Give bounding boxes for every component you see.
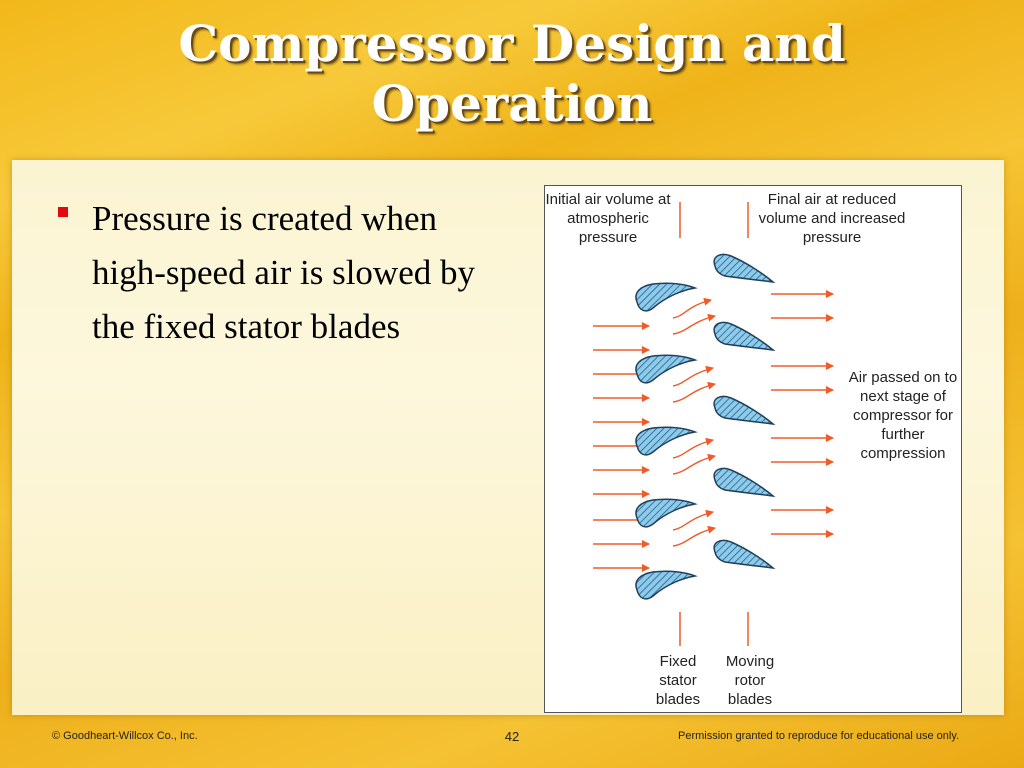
slide-title-line-2: Operation	[371, 74, 653, 133]
label-fixed-stator: Fixed stator blades	[655, 653, 701, 708]
rotor-blades	[713, 253, 776, 570]
rotor-blade	[713, 467, 776, 498]
curved-flow-arrows	[672, 297, 716, 547]
footer-permission: Permission granted to reproduce for educ…	[678, 730, 960, 742]
stator-blade	[635, 282, 698, 312]
stator-blade	[635, 570, 698, 600]
label-moving-rotor: Moving rotor blades	[725, 653, 775, 708]
compressor-diagram: Initial air volume at atmospheric pressu…	[544, 185, 962, 713]
label-air-passed: Air passed on to next stage of compresso…	[848, 369, 958, 462]
bullet-square-icon	[58, 207, 68, 217]
label-initial-air: Initial air volume at atmospheric pressu…	[545, 191, 671, 246]
footer-copyright: © Goodheart-Willcox Co., Inc.	[52, 730, 198, 742]
bullet-text: Pressure is created when high-speed air …	[92, 199, 475, 346]
rotor-blade	[713, 539, 776, 570]
stator-blade	[635, 354, 698, 384]
rotor-blade	[713, 321, 776, 352]
rotor-blade	[713, 253, 776, 284]
label-final-air: Final air at reduced volume and increase…	[758, 191, 906, 246]
page-number: 42	[504, 729, 520, 744]
stator-blades	[635, 282, 698, 600]
slide-title-line-1: Compressor Design and	[178, 14, 846, 73]
stator-blade	[635, 426, 698, 456]
diagram-drawing	[593, 202, 834, 646]
rotor-blade	[713, 395, 776, 426]
stator-blade	[635, 498, 698, 528]
outlet-arrows	[771, 290, 834, 538]
slide-title: Compressor Design and Operation	[0, 14, 1024, 134]
